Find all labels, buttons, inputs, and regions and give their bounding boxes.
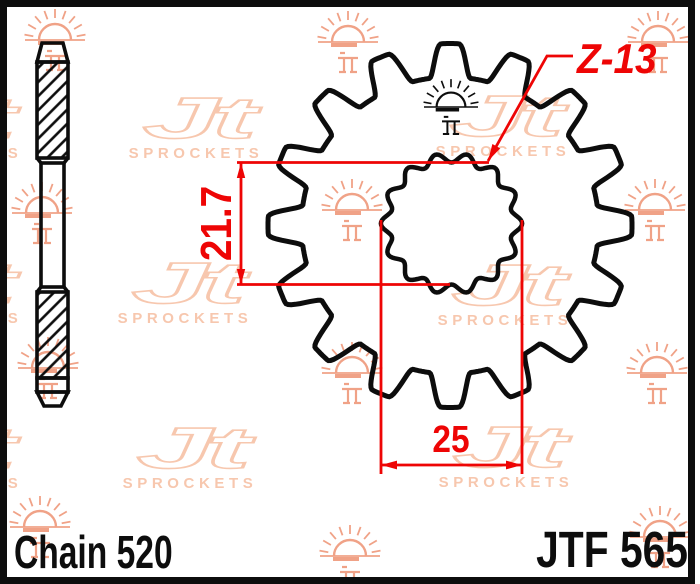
dim-value-bore-major: 25 — [432, 418, 469, 460]
arrowhead-right — [506, 460, 522, 470]
arrowhead-down — [236, 269, 246, 285]
jt-sprockets-watermark — [116, 250, 254, 328]
side-view-top-tooth — [34, 41, 71, 64]
arrowhead-left — [381, 460, 397, 470]
side-view-hub-section-lower — [35, 290, 70, 380]
teeth-leader-line — [486, 54, 573, 162]
watermark-layer — [0, 7, 693, 584]
sun-watermark — [319, 177, 385, 242]
chain-size-label: Chain 520 — [14, 527, 173, 578]
dimension-layer: 21.7 25 Z-13 — [191, 34, 656, 474]
label-layer: Chain 520 JTF 565 — [14, 521, 688, 579]
teeth-count-label: Z-13 — [576, 34, 656, 82]
jt-sprockets-watermark — [436, 252, 574, 330]
part-number-label: JTF 565 — [536, 521, 688, 578]
sun-watermark — [624, 340, 690, 405]
side-view-hub-section-upper — [35, 60, 70, 160]
jt-sprockets-watermark — [127, 85, 265, 163]
jt-sprockets-watermark — [121, 415, 259, 493]
side-view-bottom-tooth — [34, 390, 71, 408]
gear-outline — [265, 41, 635, 410]
side-view-plate — [39, 161, 66, 289]
sun-watermark — [317, 523, 383, 584]
dim-value-bore-minor: 21.7 — [191, 186, 241, 261]
leader-arrowhead — [488, 144, 501, 161]
arrowhead-up — [236, 162, 246, 178]
sprocket-side-view — [34, 41, 71, 408]
